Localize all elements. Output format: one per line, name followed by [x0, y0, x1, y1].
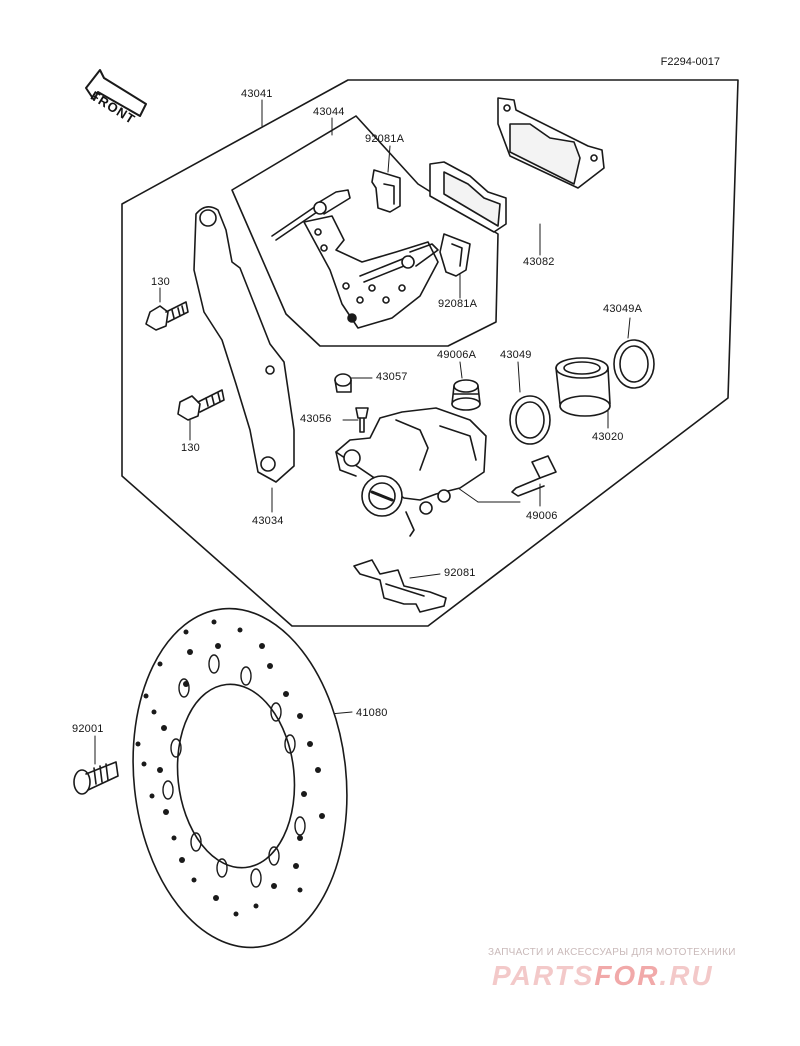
part-label-92001[interactable]: 92001: [72, 723, 104, 735]
seal-43049A: [613, 339, 655, 389]
watermark-logo: PARTSFOR.RU: [492, 960, 714, 992]
assembly-outline-43041: [121, 79, 739, 627]
brake-pad-front: [429, 161, 507, 233]
bleeder-valve-43056: [355, 407, 369, 433]
part-label-43049[interactable]: 43049: [500, 349, 532, 361]
part-label-43044[interactable]: 43044: [313, 106, 345, 118]
leader-lines: [94, 99, 631, 765]
caliper-holder-43034: [193, 206, 295, 483]
bleeder-cap-43057: [334, 373, 352, 393]
part-label-43049A[interactable]: 43049A: [603, 303, 643, 315]
pad-spring-92081A-bottom: [439, 233, 471, 277]
part-label-92081A-top[interactable]: 92081A: [365, 133, 405, 145]
pad-spring-92081A-top: [371, 169, 401, 213]
disc-slots: [162, 654, 306, 888]
part-label-41080[interactable]: 41080: [356, 707, 388, 719]
slide-pin-49006: [511, 455, 557, 497]
diagram-code: F2294-0017: [660, 56, 720, 68]
part-label-43041[interactable]: 43041: [241, 88, 273, 100]
bolt-130-top: [145, 301, 189, 331]
disc-bolt-92001: [73, 761, 119, 795]
part-label-43082[interactable]: 43082: [523, 256, 555, 268]
watermark-brand-right: .RU: [659, 960, 714, 991]
part-label-43056[interactable]: 43056: [300, 413, 332, 425]
part-label-130-top[interactable]: 130: [151, 276, 170, 288]
watermark-brand-left: PARTS: [492, 960, 595, 991]
clip-92081: [353, 559, 447, 613]
assembly-outline-43044: [231, 115, 499, 347]
caliper-body: [335, 407, 487, 537]
seal-43049: [509, 395, 551, 445]
part-label-43020[interactable]: 43020: [592, 431, 624, 443]
brake-pad-rear: [497, 97, 605, 189]
brake-disc-41080: [132, 607, 348, 949]
part-label-92081A-bottom[interactable]: 92081A: [438, 298, 478, 310]
boot-49006A: [451, 379, 481, 411]
bolt-130-bottom: [177, 389, 225, 421]
part-label-130-bottom[interactable]: 130: [181, 442, 200, 454]
watermark-subtitle: ЗАПЧАСТИ И АКСЕССУАРЫ ДЛЯ МОТОТЕХНИКИ: [488, 947, 736, 958]
part-label-43034[interactable]: 43034: [252, 515, 284, 527]
piston-43020: [555, 357, 611, 417]
part-label-49006A[interactable]: 49006A: [437, 349, 477, 361]
part-label-43057[interactable]: 43057: [376, 371, 408, 383]
caliper-bracket: [271, 189, 439, 329]
part-label-49006[interactable]: 49006: [526, 510, 558, 522]
front-arrow-icon: [85, 69, 147, 117]
part-label-92081[interactable]: 92081: [444, 567, 476, 579]
watermark-brand-mid: FOR: [594, 960, 660, 991]
disc-holes: [135, 619, 325, 917]
